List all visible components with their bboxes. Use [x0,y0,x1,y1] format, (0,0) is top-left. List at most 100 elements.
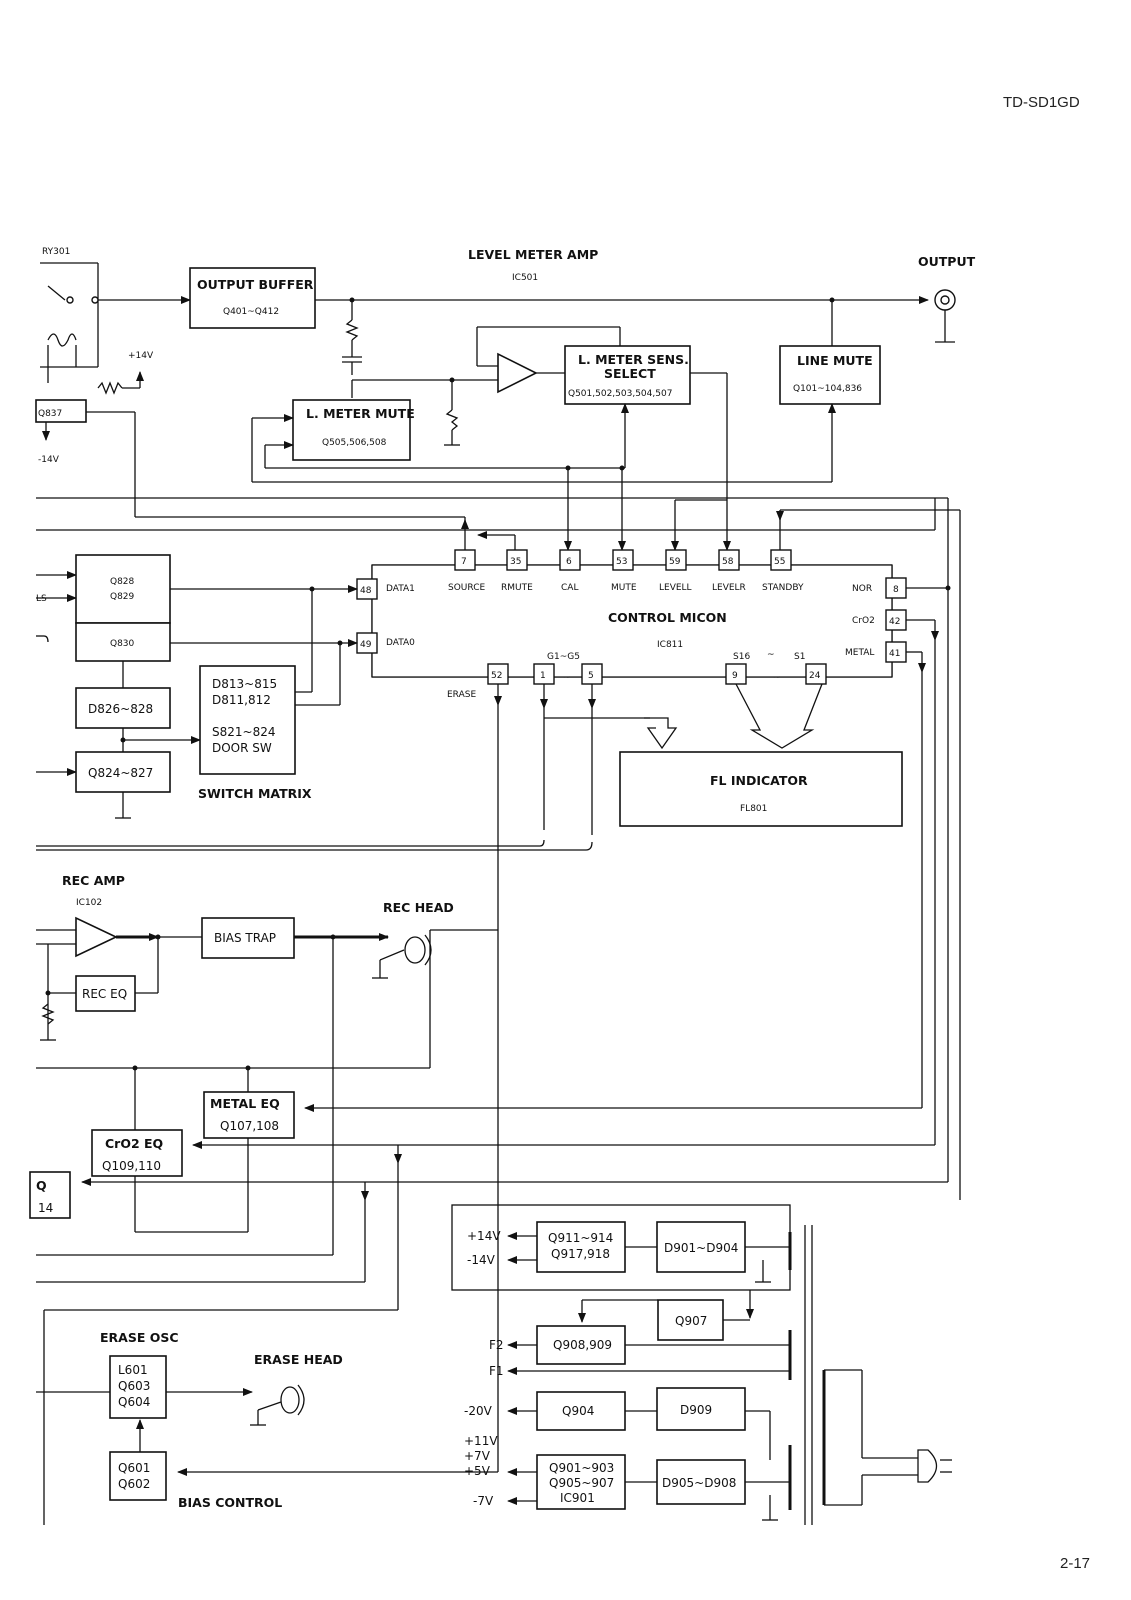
svg-text:58: 58 [722,557,734,567]
bias-control-label: BIAS CONTROL [178,1495,282,1510]
power-plug-icon [917,1449,952,1483]
svg-text:CrO2: CrO2 [852,616,875,626]
svg-text:D901~D904: D901~D904 [664,1241,738,1255]
svg-text:5: 5 [588,671,594,681]
tilde-label-g: ~ [563,673,571,683]
d826-block [75,687,171,729]
svg-text:LEVELR: LEVELR [712,583,746,593]
line-mute-title: LINE MUTE [797,353,873,368]
q911-block [536,1221,626,1273]
power-plus5v: +5V [464,1464,491,1478]
svg-text:REC EQ: REC EQ [82,987,127,1001]
rec-amp-label: REC AMP [62,873,125,888]
micon-pin-55: 55 STANDBY [762,549,804,593]
svg-text:Q911~914: Q911~914 [548,1231,613,1245]
q828-block [75,554,171,624]
q837-box [35,399,87,423]
micon-pin-5: 5 [581,663,603,685]
power-plus14v: +14V [467,1229,501,1243]
metal-eq-block [203,1091,295,1139]
svg-text:Q904: Q904 [562,1404,594,1418]
svg-text:1: 1 [540,671,546,681]
svg-text:41: 41 [889,649,900,659]
svg-text:DOOR SW: DOOR SW [212,741,272,755]
micon-pin-52: 52 [487,663,509,685]
partial-eq-block [29,1171,71,1219]
door-sw-block [199,665,296,775]
line-mute-block [779,345,881,405]
svg-text:42: 42 [889,617,900,627]
lmeter-mute-title: L. METER MUTE [306,406,415,421]
s16-label: S16 [733,652,750,662]
output-buffer-block [189,267,316,329]
minus14v-top-label: -14V [38,455,60,465]
micon-pin-49: 49 DATA0 [356,632,415,654]
svg-text:METAL EQ: METAL EQ [210,1096,280,1111]
micon-pin-8: 8 NOR [852,577,907,599]
power-minus14v: -14V [467,1253,496,1267]
erase-osc-label: ERASE OSC [100,1330,179,1345]
ic102-label: IC102 [76,898,102,908]
plus14v-top-label: +14V [128,351,154,361]
page-number: 2-17 [1060,1555,1091,1572]
q824-block [75,751,171,793]
q830-block [75,622,171,662]
svg-text:NOR: NOR [852,584,872,594]
micon-pin-6: 6 CAL [559,549,581,593]
svg-text:IC901: IC901 [560,1491,595,1505]
svg-text:35: 35 [510,557,521,567]
svg-text:D905~D908: D905~D908 [662,1476,736,1490]
lmeter-mute-sub: Q505,506,508 [322,438,387,448]
svg-text:D909: D909 [680,1403,712,1417]
output-buffer-title: OUTPUT BUFFER [197,277,314,292]
svg-text:STANDBY: STANDBY [762,583,804,593]
svg-text:55: 55 [774,557,785,567]
svg-text:Q824~827: Q824~827 [88,766,153,780]
transformer-icon [788,1225,918,1525]
svg-text:MUTE: MUTE [611,583,637,593]
svg-text:Q830: Q830 [110,639,135,649]
d905-block [656,1459,746,1505]
rec-head-label: REC HEAD [383,900,454,915]
tilde-label-top: ~ [767,650,775,660]
erase-osc-block [109,1355,167,1419]
svg-text:48: 48 [360,586,372,596]
lmeter-sens-title: L. METER SENS. [578,352,689,367]
micon-pin-7: 7 SOURCE [448,549,485,593]
tilde-label-s: ~ [773,673,781,683]
line-mute-sub: Q101~104,836 [793,384,862,394]
power-plus7v: +7V [464,1449,491,1463]
control-micon-title: CONTROL MICON [608,610,727,625]
svg-text:DATA0: DATA0 [386,638,415,648]
q904-block [536,1391,626,1431]
d901-block [656,1221,746,1273]
level-meter-amp-label: LEVEL METER AMP [468,247,598,262]
micon-pin-24: 24 [805,663,827,685]
output-buffer-sub: Q401~Q412 [223,307,279,317]
svg-text:8: 8 [893,585,899,595]
rec-amp-triangle [75,916,118,958]
power-minus7v: -7V [473,1494,494,1508]
micon-pin-9: 9 [725,663,747,685]
level-amp-triangle [497,352,538,394]
fl-indicator-title: FL INDICATOR [710,773,808,788]
erase-head-icon [250,1384,305,1426]
q837-label: Q837 [38,409,62,419]
micon-pin-59: 59 LEVELL [659,549,692,593]
power-minus20v: -20V [464,1404,493,1418]
svg-text:6: 6 [566,557,572,567]
svg-text:DATA1: DATA1 [386,584,415,594]
svg-text:S821~824: S821~824 [212,725,275,739]
fl-indicator-block [619,751,903,827]
ls-label: LS [36,594,47,604]
svg-text:49: 49 [360,640,372,650]
q601-block [109,1451,167,1501]
svg-text:Q907: Q907 [675,1314,707,1328]
model-number: TD-SD1GD [1003,94,1080,111]
svg-text:CAL: CAL [561,583,578,593]
micon-pin-58: 58 LEVELR [712,549,746,593]
relay-switch [40,262,144,395]
q907-block [657,1299,724,1341]
rec-eq-block [75,975,136,1012]
